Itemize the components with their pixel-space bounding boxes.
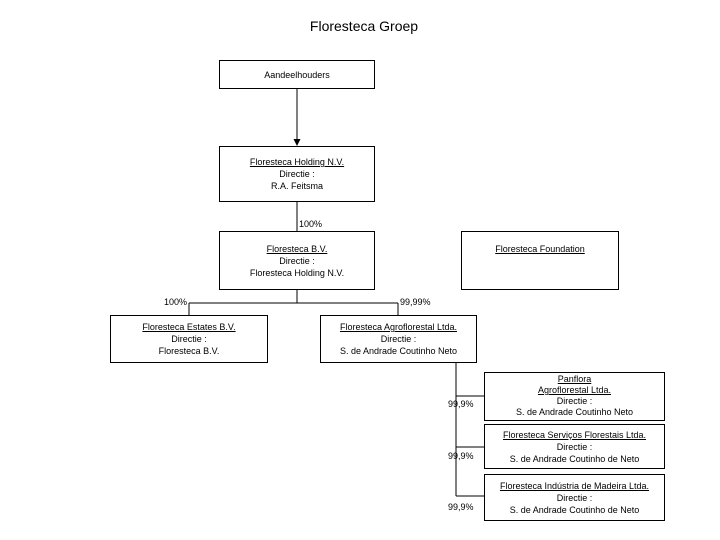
node-servicos: Floresteca Serviços Florestais Ltda. Dir… [484, 424, 665, 469]
node-panflora-name-line1: Panflora [557, 374, 592, 384]
node-panflora-name-line2: Agroflorestal Ltda. [537, 385, 612, 395]
node-holding-director: R.A. Feitsma [270, 181, 323, 191]
node-estates-role: Directie : [171, 334, 207, 344]
node-bv: Floresteca B.V. Directie : Floresteca Ho… [219, 231, 375, 290]
pct-agro-panflora: 99,9% [448, 399, 474, 409]
node-holding: Floresteca Holding N.V. Directie : R.A. … [219, 146, 375, 202]
node-agroflorestal-role: Directie : [380, 334, 417, 344]
node-industria-name: Floresteca Indústria de Madeira Ltda. [499, 481, 650, 491]
node-holding-name: Floresteca Holding N.V. [249, 157, 345, 167]
node-estates-name: Floresteca Estates B.V. [142, 322, 236, 332]
node-estates: Floresteca Estates B.V. Directie : Flore… [110, 315, 268, 363]
node-shareholders: Aandeelhouders [219, 60, 375, 89]
pct-bv-agroflorestal: 99,99% [400, 297, 431, 307]
node-foundation: Floresteca Foundation [461, 231, 619, 290]
node-panflora: Panflora Agroflorestal Ltda. Directie : … [484, 372, 665, 421]
node-industria-role: Directie : [556, 493, 593, 503]
node-bv-name: Floresteca B.V. [266, 244, 328, 254]
node-estates-director: Floresteca B.V. [158, 346, 220, 356]
node-servicos-role: Directie : [556, 442, 593, 452]
arrowhead-icon [293, 139, 301, 146]
node-shareholders-name: Aandeelhouders [264, 70, 330, 80]
node-agroflorestal-director: S. de Andrade Coutinho Neto [339, 346, 458, 356]
node-holding-role: Directie : [279, 169, 315, 179]
node-servicos-director: S. de Andrade Coutinho de Neto [509, 454, 640, 464]
pct-agro-industria: 99,9% [448, 502, 474, 512]
pct-holding-bv: 100% [299, 219, 323, 229]
pct-bv-estates: 100% [164, 297, 188, 307]
node-panflora-director: S. de Andrade Coutinho Neto [515, 407, 634, 417]
node-servicos-name: Floresteca Serviços Florestais Ltda. [502, 430, 647, 440]
chart-title: Floresteca Groep [309, 18, 419, 34]
pct-agro-servicos: 99,9% [448, 451, 474, 461]
node-agroflorestal: Floresteca Agroflorestal Ltda. Directie … [320, 315, 477, 363]
node-bv-director: Floresteca Holding N.V. [249, 268, 345, 278]
node-industria: Floresteca Indústria de Madeira Ltda. Di… [484, 474, 665, 521]
node-industria-director: S. de Andrade Coutinho de Neto [509, 505, 640, 515]
node-foundation-name: Floresteca Foundation [495, 244, 585, 254]
node-bv-role: Directie : [279, 256, 315, 266]
node-agroflorestal-name: Floresteca Agroflorestal Ltda. [339, 322, 458, 332]
node-panflora-role: Directie : [556, 396, 593, 406]
